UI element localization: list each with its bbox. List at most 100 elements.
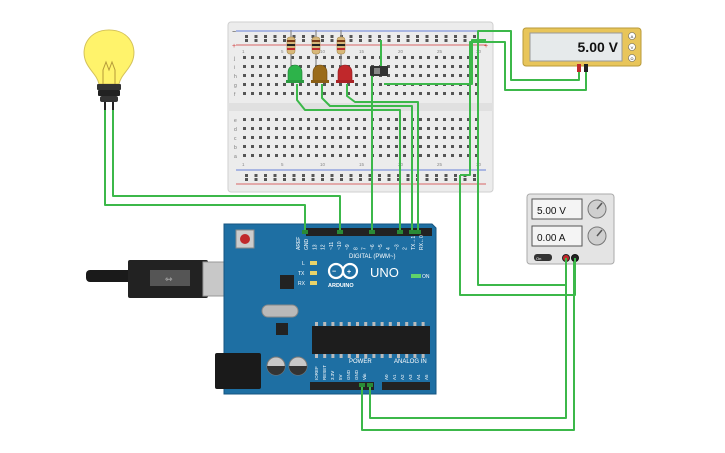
breadboard-hole[interactable] xyxy=(395,92,398,95)
breadboard-hole[interactable] xyxy=(475,92,478,95)
breadboard-hole[interactable] xyxy=(387,56,390,59)
breadboard-hole[interactable] xyxy=(307,154,310,157)
rail-hole[interactable] xyxy=(454,35,457,38)
power-switch[interactable] xyxy=(534,254,552,261)
breadboard-hole[interactable] xyxy=(467,136,470,139)
breadboard-hole[interactable] xyxy=(251,56,254,59)
wire-led-red[interactable] xyxy=(346,84,419,232)
breadboard-hole[interactable] xyxy=(475,56,478,59)
rail-hole[interactable] xyxy=(359,39,362,42)
breadboard-hole[interactable] xyxy=(347,154,350,157)
breadboard-hole[interactable] xyxy=(267,56,270,59)
breadboard-hole[interactable] xyxy=(259,56,262,59)
breadboard-hole[interactable] xyxy=(427,65,430,68)
breadboard-hole[interactable] xyxy=(267,145,270,148)
breadboard-hole[interactable] xyxy=(331,154,334,157)
breadboard-hole[interactable] xyxy=(339,118,342,121)
rail-hole[interactable] xyxy=(245,178,248,181)
breadboard-hole[interactable] xyxy=(251,65,254,68)
breadboard-hole[interactable] xyxy=(371,56,374,59)
breadboard-hole[interactable] xyxy=(443,154,446,157)
breadboard-hole[interactable] xyxy=(411,65,414,68)
breadboard-hole[interactable] xyxy=(363,74,366,77)
breadboard-hole[interactable] xyxy=(267,136,270,139)
rail-hole[interactable] xyxy=(444,35,448,38)
breadboard-hole[interactable] xyxy=(291,83,294,86)
breadboard-hole[interactable] xyxy=(363,65,366,68)
breadboard-hole[interactable] xyxy=(395,118,398,121)
breadboard-hole[interactable] xyxy=(291,136,294,139)
breadboard-hole[interactable] xyxy=(403,145,406,148)
breadboard-hole[interactable] xyxy=(475,118,478,121)
power-header[interactable] xyxy=(310,382,374,390)
rail-hole[interactable] xyxy=(425,39,429,42)
rail-hole[interactable] xyxy=(397,35,400,38)
breadboard-hole[interactable] xyxy=(243,65,246,68)
breadboard-hole[interactable] xyxy=(459,74,462,77)
breadboard-hole[interactable] xyxy=(467,74,470,77)
breadboard-hole[interactable] xyxy=(419,74,422,77)
rail-hole[interactable] xyxy=(311,174,315,177)
rail-hole[interactable] xyxy=(416,35,419,38)
breadboard-hole[interactable] xyxy=(331,74,334,77)
rail-hole[interactable] xyxy=(425,178,429,181)
breadboard-hole[interactable] xyxy=(395,56,398,59)
rail-hole[interactable] xyxy=(292,174,296,177)
breadboard-hole[interactable] xyxy=(459,136,462,139)
rail-hole[interactable] xyxy=(435,39,438,42)
breadboard-hole[interactable] xyxy=(411,74,414,77)
breadboard-hole[interactable] xyxy=(331,118,334,121)
analog-header[interactable] xyxy=(382,382,430,390)
breadboard-hole[interactable] xyxy=(435,56,438,59)
breadboard-hole[interactable] xyxy=(451,92,454,95)
breadboard-hole[interactable] xyxy=(291,56,294,59)
breadboard-hole[interactable] xyxy=(251,154,254,157)
breadboard-hole[interactable] xyxy=(259,145,262,148)
breadboard-hole[interactable] xyxy=(251,74,254,77)
breadboard-hole[interactable] xyxy=(451,118,454,121)
breadboard-hole[interactable] xyxy=(475,145,478,148)
breadboard-hole[interactable] xyxy=(283,92,286,95)
breadboard-hole[interactable] xyxy=(363,56,366,59)
breadboard-hole[interactable] xyxy=(323,118,326,121)
breadboard-hole[interactable] xyxy=(283,127,286,130)
breadboard-hole[interactable] xyxy=(443,145,446,148)
rail-hole[interactable] xyxy=(444,39,448,42)
breadboard-hole[interactable] xyxy=(259,92,262,95)
rail-hole[interactable] xyxy=(435,178,438,181)
breadboard-hole[interactable] xyxy=(347,145,350,148)
rail-hole[interactable] xyxy=(292,178,296,181)
breadboard-hole[interactable] xyxy=(323,56,326,59)
breadboard-hole[interactable] xyxy=(323,136,326,139)
breadboard-hole[interactable] xyxy=(315,136,318,139)
rail-hole[interactable] xyxy=(378,39,381,42)
rail-hole[interactable] xyxy=(406,35,410,38)
breadboard-hole[interactable] xyxy=(299,83,302,86)
breadboard-hole[interactable] xyxy=(467,56,470,59)
breadboard-hole[interactable] xyxy=(451,127,454,130)
breadboard-hole[interactable] xyxy=(403,136,406,139)
breadboard-hole[interactable] xyxy=(243,118,246,121)
breadboard-hole[interactable] xyxy=(403,56,406,59)
power-jack[interactable] xyxy=(215,353,261,389)
breadboard-hole[interactable] xyxy=(419,154,422,157)
multimeter-terminal-ohm[interactable] xyxy=(628,54,636,62)
breadboard-hole[interactable] xyxy=(267,118,270,121)
rail-hole[interactable] xyxy=(463,178,467,181)
rail-hole[interactable] xyxy=(349,39,353,42)
breadboard-hole[interactable] xyxy=(243,136,246,139)
breadboard-hole[interactable] xyxy=(395,154,398,157)
rail-hole[interactable] xyxy=(473,178,476,181)
breadboard-hole[interactable] xyxy=(355,56,358,59)
breadboard-hole[interactable] xyxy=(355,154,358,157)
breadboard-hole[interactable] xyxy=(459,154,462,157)
breadboard-hole[interactable] xyxy=(435,127,438,130)
breadboard-hole[interactable] xyxy=(427,74,430,77)
breadboard-hole[interactable] xyxy=(435,145,438,148)
breadboard-hole[interactable] xyxy=(299,92,302,95)
resistor-1[interactable] xyxy=(286,30,296,66)
rail-hole[interactable] xyxy=(330,39,334,42)
breadboard-hole[interactable] xyxy=(387,74,390,77)
rail-hole[interactable] xyxy=(397,39,400,42)
breadboard-hole[interactable] xyxy=(467,154,470,157)
